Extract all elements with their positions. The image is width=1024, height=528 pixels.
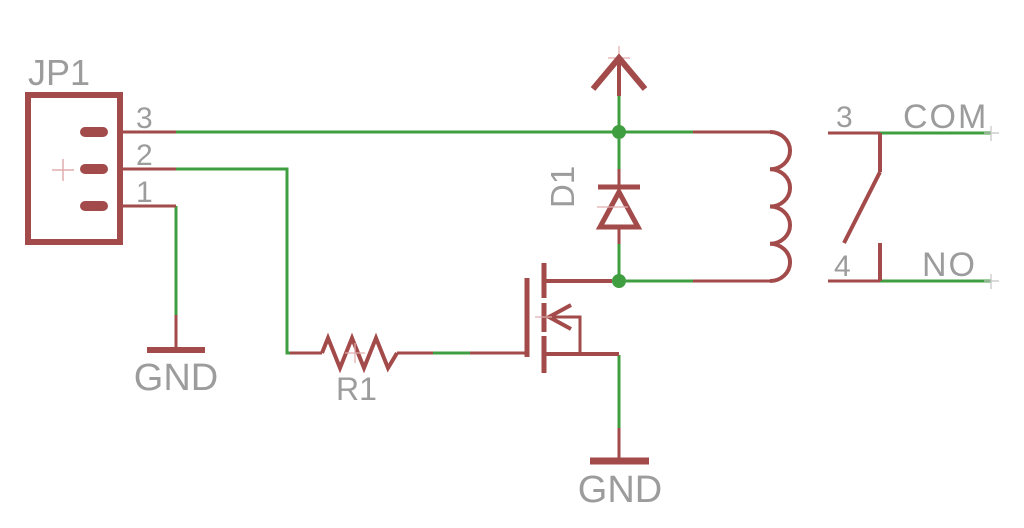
net-wires [174, 96, 991, 428]
origin-cross-r1 [345, 343, 365, 363]
contact-pin-no-number: 4 [834, 250, 851, 283]
diode-triangle [595, 186, 643, 230]
ground-symbol-left: GND [134, 315, 218, 399]
connector-refdes: JP1 [28, 52, 90, 93]
net-endmark-com [984, 126, 999, 141]
pin3-stub [80, 127, 108, 137]
contact-lever [842, 171, 882, 244]
net-endmark-no [984, 274, 999, 289]
junction-dot-top [612, 125, 626, 139]
relay-coil [693, 130, 792, 283]
origin-cross-jp1 [52, 159, 74, 181]
net-label-no: NO [922, 246, 977, 284]
net-label-com: COM [903, 98, 988, 136]
connector-jp1: JP1 3 2 1 [25, 52, 176, 245]
coil-windings [769, 130, 792, 283]
pin2-number: 2 [136, 139, 153, 172]
mosfet-body-connection [549, 315, 582, 354]
wire-pin2-to-resistor [176, 167, 290, 355]
mosfet [470, 263, 619, 373]
diode-refdes: D1 [544, 166, 581, 208]
pin3-number: 3 [136, 102, 153, 135]
power-symbol [590, 46, 648, 96]
junction-dot-bottom [612, 274, 626, 288]
pin2-stub [80, 164, 108, 174]
pin1-number: 1 [136, 176, 153, 209]
resistor-r1: R1 [290, 332, 433, 407]
ground-label: GND [134, 357, 218, 399]
diode-d1: D1 [544, 166, 643, 244]
relay-contact: 3 4 COM NO [828, 98, 999, 289]
contact-pin-com-number: 3 [836, 101, 853, 134]
resistor-refdes: R1 [336, 371, 377, 407]
pin1-stub [80, 201, 108, 211]
ground-symbol-bottom: GND [578, 428, 662, 511]
ground-label: GND [578, 469, 662, 511]
